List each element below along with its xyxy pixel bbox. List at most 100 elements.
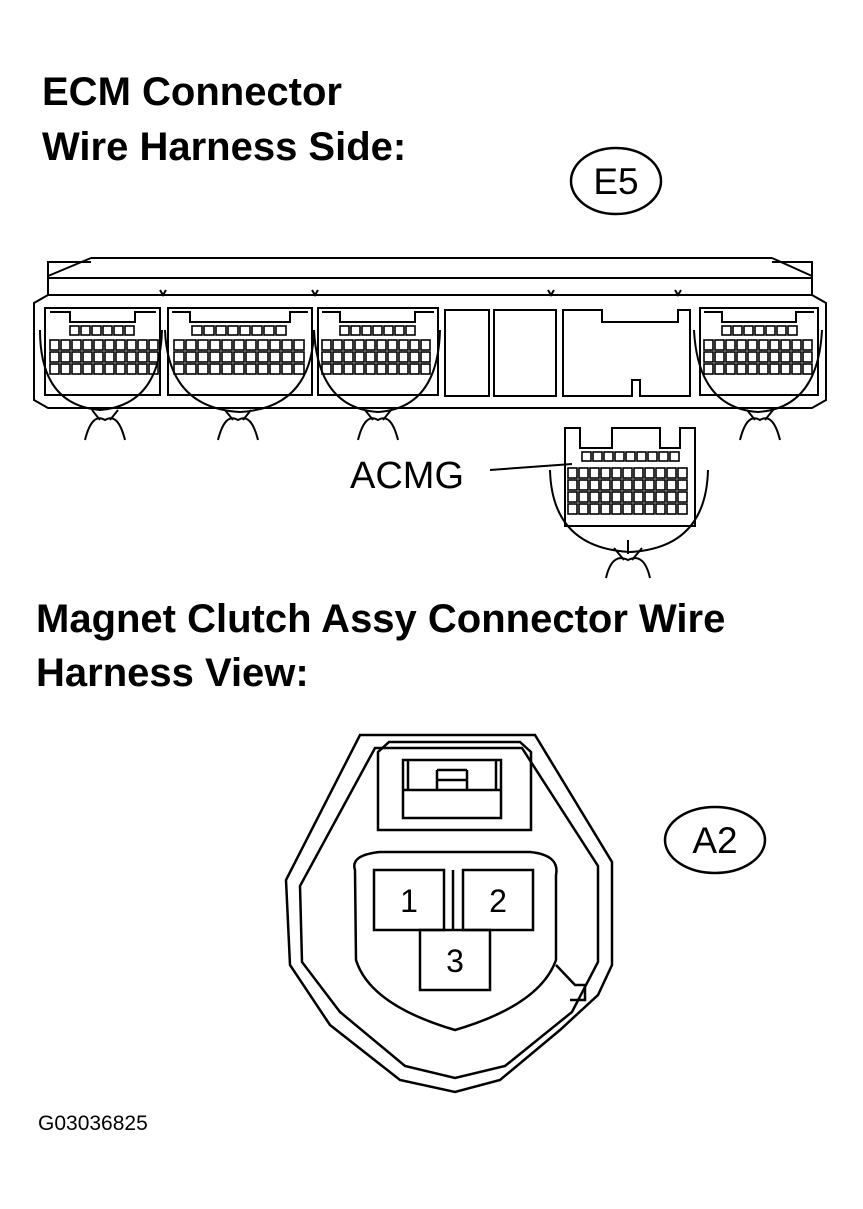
terminal-cavity	[677, 479, 688, 491]
terminal-cavity	[589, 479, 600, 491]
terminal-cavity	[636, 451, 647, 462]
terminal-cavity	[365, 363, 376, 375]
terminal-cavity	[372, 325, 383, 336]
detached-terminals	[567, 467, 688, 515]
terminal-cavity	[736, 351, 747, 363]
terminal-cavity	[124, 325, 135, 336]
ecm-block-3-top-row	[339, 325, 416, 336]
ecm-empty-socket-2	[493, 309, 557, 397]
terminal-cavity	[780, 339, 791, 351]
terminal-cavity	[802, 363, 813, 375]
terminal-cavity	[233, 339, 245, 351]
terminal-cavity	[736, 339, 747, 351]
terminal-cavity	[644, 467, 655, 479]
terminal-cavity	[725, 339, 736, 351]
pin-3-label: 3	[446, 943, 464, 979]
terminal-cavity	[257, 363, 269, 375]
terminal-cavity	[747, 339, 758, 351]
terminal-cavity	[115, 351, 126, 363]
terminal-cavity	[578, 467, 589, 479]
terminal-cavity	[281, 363, 293, 375]
terminal-cavity	[209, 339, 221, 351]
terminal-cavity	[600, 491, 611, 503]
clutch-connector-code-badge: A2	[663, 805, 767, 875]
terminal-cavity	[185, 363, 197, 375]
terminal-cavity	[245, 339, 257, 351]
terminal-cavity	[600, 479, 611, 491]
ecm-block-1-terminals	[49, 339, 159, 375]
terminal-cavity	[622, 467, 633, 479]
terminal-cavity	[321, 339, 332, 351]
terminal-cavity	[776, 325, 787, 336]
terminal-cavity	[269, 363, 281, 375]
terminal-cavity	[257, 339, 269, 351]
terminal-cavity	[633, 479, 644, 491]
terminal-cavity	[126, 339, 137, 351]
terminal-cavity	[332, 339, 343, 351]
terminal-cavity	[747, 351, 758, 363]
ecm-block-1-top-row	[69, 325, 135, 336]
ecm-empty-socket-3	[562, 309, 691, 397]
terminal-cavity	[614, 451, 625, 462]
ecm-detached-terminal-grid	[567, 451, 688, 515]
terminal-cavity	[387, 363, 398, 375]
acmg-leader-line	[489, 463, 573, 471]
terminal-cavity	[802, 351, 813, 363]
pin-2-label: 2	[489, 883, 507, 919]
terminal-cavity	[405, 325, 416, 336]
terminal-cavity	[209, 363, 221, 375]
terminal-cavity	[239, 325, 251, 336]
ecm-block-6-top-row	[721, 325, 798, 336]
terminal-cavity	[185, 351, 197, 363]
terminal-cavity	[91, 325, 102, 336]
terminal-cavity	[332, 363, 343, 375]
terminal-cavity	[269, 351, 281, 363]
terminal-cavity	[567, 479, 578, 491]
terminal-cavity	[104, 339, 115, 351]
terminal-cavity	[354, 339, 365, 351]
terminal-cavity	[173, 351, 185, 363]
terminal-cavity	[251, 325, 263, 336]
terminal-cavity	[666, 467, 677, 479]
terminal-cavity	[721, 325, 732, 336]
terminal-cavity	[215, 325, 227, 336]
terminal-cavity	[398, 363, 409, 375]
pin-2-cavity	[461, 868, 535, 932]
terminal-cavity	[732, 325, 743, 336]
terminal-cavity	[197, 351, 209, 363]
terminal-cavity	[365, 351, 376, 363]
terminal-cavity	[677, 491, 688, 503]
terminal-cavity	[394, 325, 405, 336]
terminal-cavity	[93, 339, 104, 351]
terminal-cavity	[714, 351, 725, 363]
terminal-cavity	[104, 351, 115, 363]
terminal-cavity	[148, 363, 159, 375]
terminal-cavity	[115, 339, 126, 351]
terminal-cavity	[758, 339, 769, 351]
clutch-title-line1: Magnet Clutch Assy Connector Wire	[36, 597, 726, 641]
terminal-cavity	[343, 363, 354, 375]
terminal-cavity	[197, 339, 209, 351]
terminal-cavity	[257, 351, 269, 363]
ecm-block-2-top-row	[191, 325, 287, 336]
terminal-cavity	[622, 491, 633, 503]
terminal-cavity	[578, 491, 589, 503]
terminal-cavity	[245, 363, 257, 375]
terminal-cavity	[567, 467, 578, 479]
terminal-cavity	[245, 351, 257, 363]
terminal-cavity	[581, 451, 592, 462]
terminal-cavity	[263, 325, 275, 336]
terminal-cavity	[658, 451, 669, 462]
terminal-cavity	[82, 363, 93, 375]
terminal-cavity	[420, 339, 431, 351]
terminal-cavity	[420, 363, 431, 375]
terminal-cavity	[60, 363, 71, 375]
terminal-cavity	[736, 363, 747, 375]
terminal-cavity	[376, 351, 387, 363]
terminal-cavity	[332, 351, 343, 363]
terminal-cavity	[409, 351, 420, 363]
terminal-cavity	[791, 351, 802, 363]
terminal-cavity	[321, 363, 332, 375]
terminal-cavity	[655, 491, 666, 503]
